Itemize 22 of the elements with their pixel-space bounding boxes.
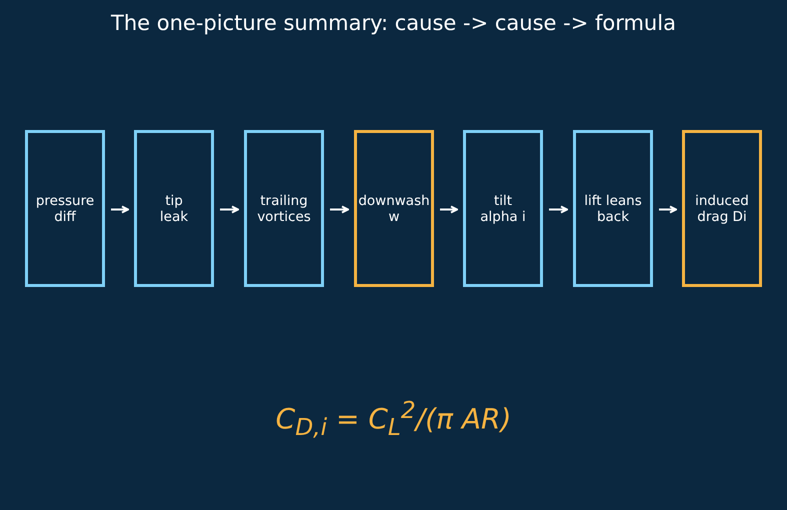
- process-box: [25, 130, 105, 287]
- arrow: [549, 206, 568, 214]
- arrow: [659, 206, 677, 214]
- arrow: [330, 206, 349, 214]
- arrow: [220, 206, 239, 214]
- process-box: [244, 130, 324, 287]
- diagram-title: The one-picture summary: cause -> cause -> formula: [110, 11, 677, 35]
- box-label: tilt alpha i: [479, 192, 527, 224]
- box-label: lift leans back: [583, 192, 643, 224]
- box-label: tip leak: [158, 192, 190, 224]
- formula: C$_{D,i}$ = C$_{L}$$^{2}$/(π AR): [274, 396, 512, 441]
- process-box: [573, 130, 653, 287]
- arrow: [111, 206, 129, 214]
- arrow: [440, 206, 458, 214]
- process-box: [134, 130, 214, 287]
- box-label: trailing vortices: [256, 192, 312, 224]
- box-label: induced drag Di: [694, 192, 750, 224]
- box-label: downwash w: [357, 192, 431, 224]
- box-label: pressure diff: [34, 192, 96, 224]
- process-box: [682, 130, 762, 287]
- process-box: [463, 130, 543, 287]
- process-box: [354, 130, 434, 287]
